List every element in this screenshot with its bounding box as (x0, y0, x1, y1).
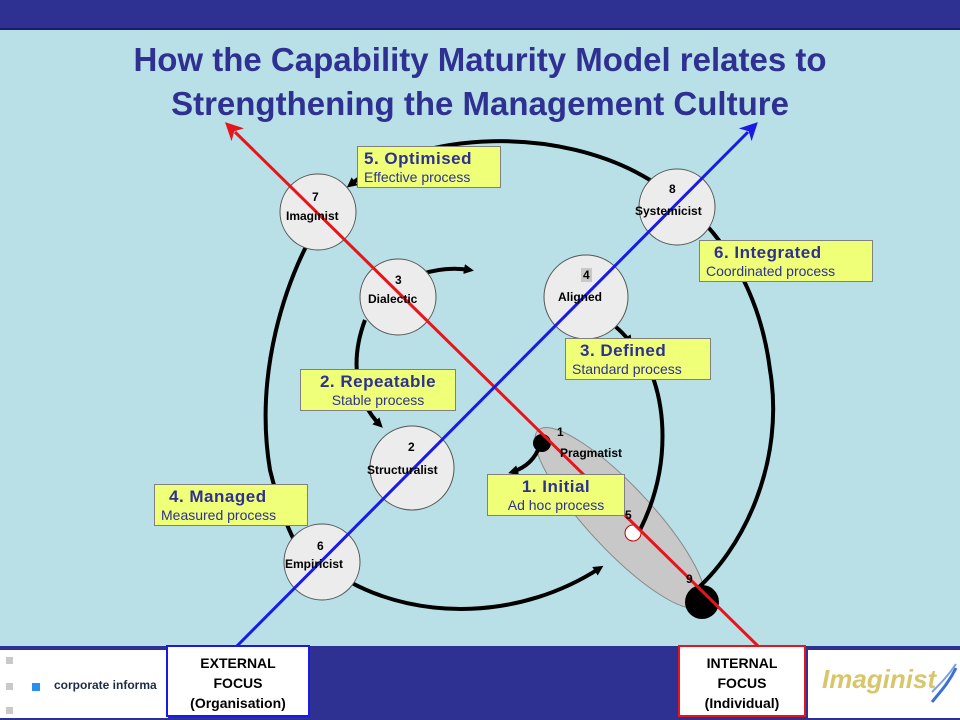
bullet-square (6, 683, 13, 690)
bullet-square (6, 657, 13, 664)
circle-2-number: 2 (408, 440, 415, 454)
circle-9-number: 9 (686, 572, 693, 586)
circle-8 (638, 168, 716, 246)
internal-focus-line-1: INTERNAL (706, 655, 778, 671)
external-focus-line-3: (Organisation) (190, 695, 286, 711)
circle-5-number: 5 (625, 508, 632, 522)
corporate-logo (0, 650, 168, 718)
circle-3-number: 3 (395, 273, 402, 287)
internal-axis-line (225, 122, 762, 650)
stage-initial: 1. Initial Ad hoc process (487, 474, 625, 516)
stage-optimised-name: 5. Optimised (364, 149, 473, 168)
circle-1-dot (533, 434, 551, 452)
circle-8-label: Systemicist (635, 204, 702, 218)
stage-repeatable-name: 2. Repeatable (319, 372, 437, 391)
external-focus-box: EXTERNAL FOCUS (Organisation) (166, 645, 310, 717)
title-line-2: Strengthening the Management Culture (171, 85, 789, 122)
circle-7-number: 7 (312, 190, 319, 204)
page-title: How the Capability Maturity Model relate… (0, 38, 960, 126)
circle-6-number: 6 (317, 539, 324, 553)
top-bar (0, 0, 960, 30)
stage-defined: 3. Defined Standard process (565, 338, 711, 380)
circle-2-label: Structuralist (367, 463, 438, 477)
bullet-square (6, 707, 13, 714)
stage-initial-name: 1. Initial (521, 477, 591, 496)
stage-repeatable-desc: Stable process (331, 392, 425, 408)
circle-1-label: Pragmatist (560, 446, 623, 460)
imaginist-logo (808, 650, 960, 718)
external-axis-line (233, 122, 758, 650)
stage-defined-name: 3. Defined (580, 341, 667, 360)
stage-optimised-desc: Effective process (364, 169, 471, 185)
circle-6-label: Empiricist (285, 557, 344, 571)
circle-9-dot (685, 585, 719, 619)
imaginist-swoosh-icon (930, 663, 958, 703)
stage-optimised: 5. Optimised Effective process (357, 146, 501, 188)
circle-4-number: 4 (581, 268, 592, 282)
title-line-1: How the Capability Maturity Model relate… (133, 41, 827, 78)
internal-focus-box: INTERNAL FOCUS (Individual) (678, 645, 806, 717)
stage-repeatable: 2. Repeatable Stable process (300, 369, 456, 411)
internal-focus-line-3: (Individual) (704, 695, 780, 711)
stage-managed: 4. Managed Measured process (154, 484, 308, 526)
circle-3-label: Dialectic (368, 292, 418, 306)
stage-integrated: 6. Integrated Coordinated process (699, 240, 873, 282)
external-focus-line-1: EXTERNAL (200, 655, 276, 671)
circle-4-label: Aligned (558, 290, 602, 304)
circle-8-number: 8 (669, 182, 676, 196)
stage-integrated-name: 6. Integrated (714, 243, 822, 262)
imaginist-logo-text: Imaginist (822, 664, 937, 694)
stage-defined-desc: Standard process (572, 361, 682, 377)
internal-focus-line-2: FOCUS (717, 675, 767, 691)
external-focus-line-2: FOCUS (213, 675, 263, 691)
circle-1-number: 1 (557, 425, 564, 439)
logo-mark-square (32, 683, 40, 691)
stage-managed-name: 4. Managed (169, 487, 267, 506)
circle-7-label: Imaginist (286, 209, 339, 223)
stage-managed-desc: Measured process (161, 507, 277, 523)
stage-integrated-desc: Coordinated process (706, 263, 836, 279)
corporate-logo-text: corporate informa (54, 678, 157, 692)
stage-initial-desc: Ad hoc process (507, 497, 605, 513)
circle-3 (359, 258, 437, 336)
outer-spiral-path-bottom (349, 565, 604, 611)
